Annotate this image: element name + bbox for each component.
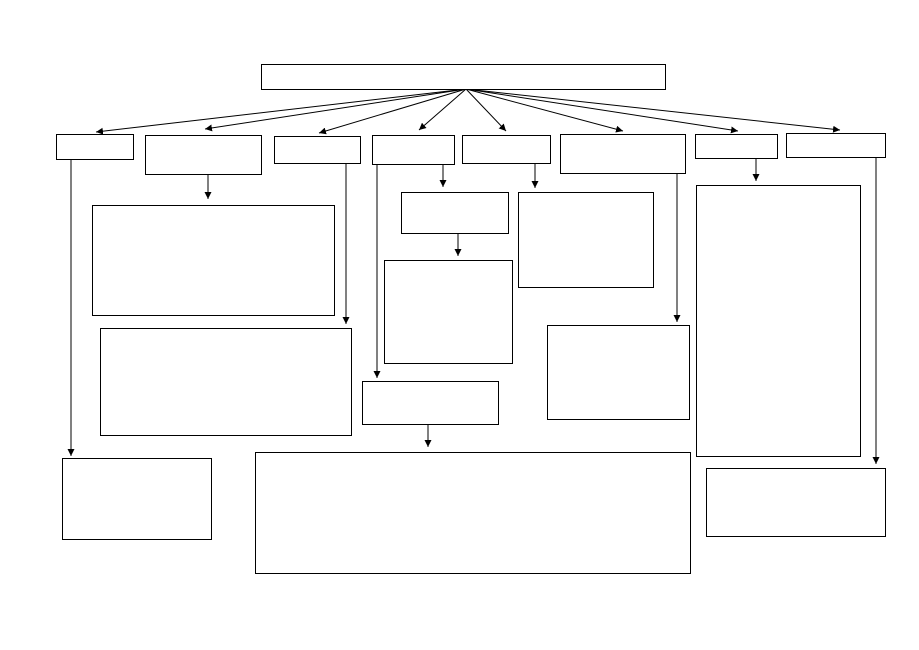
node-level1-4: [372, 135, 455, 165]
node-detail-k: [706, 468, 886, 537]
connector-arrow-root-to-level1-5: [465, 88, 507, 132]
node-level1-8: [786, 133, 886, 158]
connector-arrow-root-to-level1-7: [465, 88, 739, 134]
node-box: [384, 260, 513, 364]
node-detail-i: [547, 325, 690, 420]
node-box: [362, 381, 499, 425]
node-level1-5: [462, 135, 551, 164]
node-box: [274, 136, 361, 164]
connector-arrow-root-to-level1-6: [465, 88, 624, 133]
node-detail-c: [100, 328, 352, 436]
node-detail-b: [92, 205, 335, 316]
node-box: [462, 135, 551, 164]
node-box: [62, 458, 212, 540]
node-box: [560, 134, 686, 174]
node-level1-1: [56, 134, 134, 160]
node-box: [706, 468, 886, 537]
node-box: [255, 452, 691, 574]
node-level1-2: [145, 135, 262, 175]
node-box: [92, 205, 335, 316]
node-level1-3: [274, 136, 361, 164]
node-box: [100, 328, 352, 436]
connector-arrow-root-to-level1-8: [465, 88, 841, 133]
node-box: [372, 135, 455, 165]
node-box: [56, 134, 134, 160]
node-detail-e: [384, 260, 513, 364]
node-box: [547, 325, 690, 420]
node-detail-j: [696, 185, 861, 457]
node-detail-g: [255, 452, 691, 574]
node-level1-7: [695, 134, 778, 159]
node-box: [518, 192, 654, 288]
node-detail-h: [518, 192, 654, 288]
connector-arrow-root-to-level1-4: [418, 88, 467, 131]
node-detail-d: [401, 192, 509, 234]
connector-layer: [67, 88, 880, 464]
node-detail-f: [362, 381, 499, 425]
node-box: [401, 192, 509, 234]
node-box: [786, 133, 886, 158]
connector-arrow-root-to-level1-1: [95, 88, 467, 135]
node-layer: [56, 64, 886, 574]
node-detail-a: [62, 458, 212, 540]
node-root: [261, 64, 666, 90]
node-box: [695, 134, 778, 159]
node-box: [696, 185, 861, 457]
node-box: [261, 64, 666, 90]
node-level1-6: [560, 134, 686, 174]
connector-arrow-root-to-level1-3: [318, 88, 467, 135]
connector-arrow-root-to-level1-2: [204, 88, 467, 132]
node-box: [145, 135, 262, 175]
